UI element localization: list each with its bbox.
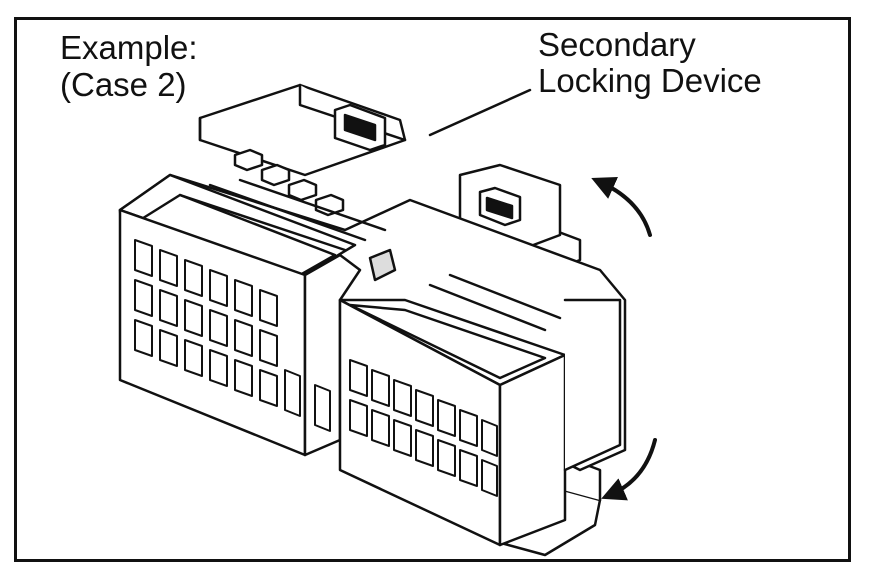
rotate-arrow-top xyxy=(591,176,652,237)
secondary-label: Secondary xyxy=(538,26,696,63)
leader-line xyxy=(428,88,532,137)
case-label: (Case 2) xyxy=(60,66,187,103)
locking-device-label: Locking Device xyxy=(538,62,762,99)
example-label: Example: xyxy=(60,29,198,66)
left-lock-plate xyxy=(198,83,407,217)
right-cavities xyxy=(314,359,498,497)
rotate-arrow-bottom xyxy=(601,438,657,501)
left-cavities xyxy=(134,239,301,417)
